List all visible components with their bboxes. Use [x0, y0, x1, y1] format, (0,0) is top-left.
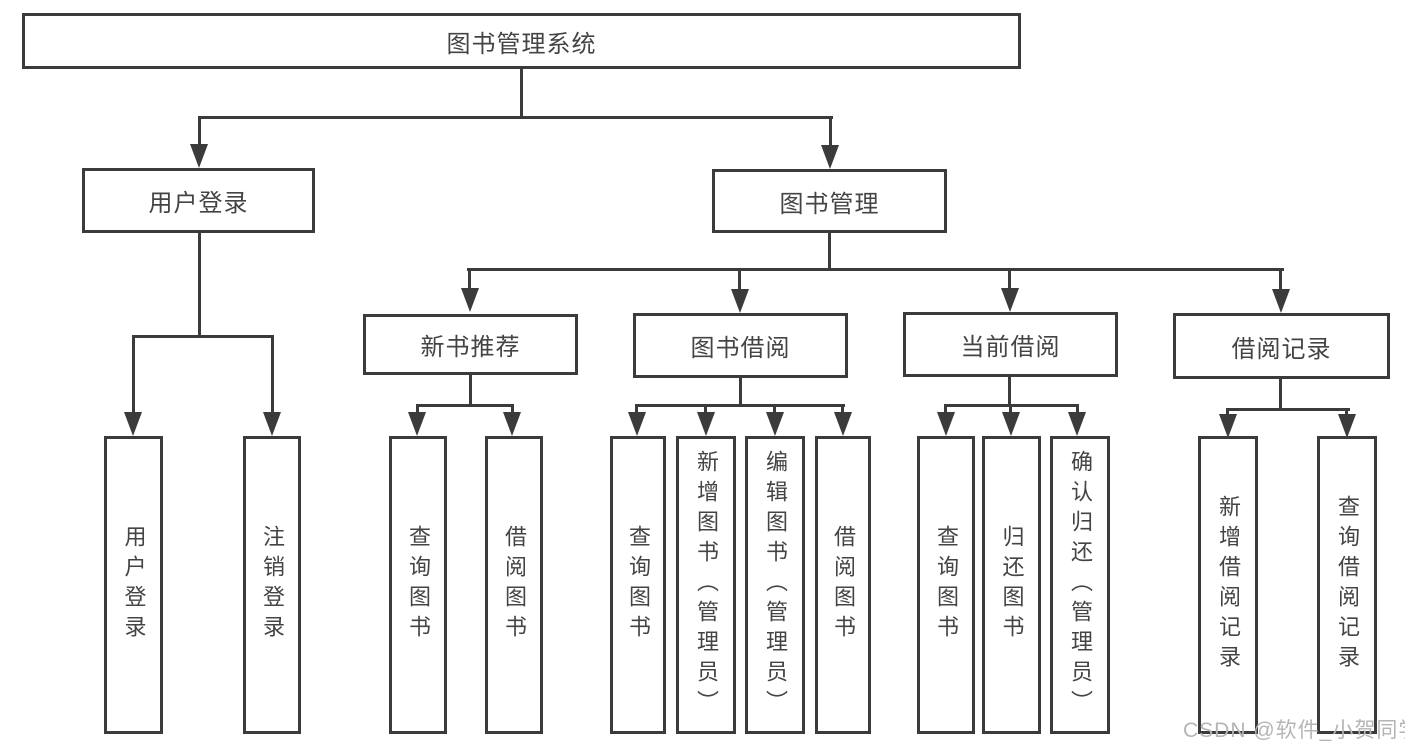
arrowhead-down [190, 144, 208, 168]
connector-line [1008, 376, 1011, 407]
leaf-label: 归还图书 [999, 525, 1025, 645]
arrowhead-down [503, 412, 521, 436]
leaf-label: 查询图书 [934, 525, 959, 645]
leaf-label: 用户登录 [121, 525, 147, 645]
arrowhead-down [1002, 412, 1020, 436]
connector-line [132, 335, 135, 414]
leaf-label: 确认归还（管理员） [1068, 450, 1093, 720]
arrowhead-down [461, 288, 479, 312]
leaf-user-login: 用户登录 [104, 436, 163, 734]
connector-line [1279, 268, 1282, 291]
leaf-query-books-current: 查询图书 [917, 436, 975, 734]
connector-line [1345, 408, 1348, 416]
connector-line [1008, 268, 1011, 290]
leaf-query-borrow-record: 查询借阅记录 [1317, 436, 1377, 734]
connector-line [944, 404, 947, 414]
leaf-label: 新增图书（管理员） [694, 450, 719, 720]
connector-line [1226, 408, 1229, 416]
leaf-confirm-return-admin: 确认归还（管理员） [1050, 436, 1110, 734]
leaf-label: 查询借阅记录 [1335, 495, 1360, 675]
leaf-label: 借阅图书 [831, 525, 856, 645]
connector-line [416, 404, 514, 407]
leaf-query-books-recommend: 查询图书 [389, 436, 447, 734]
arrowhead-down [1338, 414, 1356, 438]
connector-line [829, 116, 832, 148]
arrowhead-down [263, 412, 281, 436]
connector-line [1226, 408, 1350, 411]
node-current-borrowing: 当前借阅 [903, 312, 1118, 377]
connector-line [635, 404, 638, 414]
connector-line [635, 404, 845, 407]
connector-line [511, 404, 514, 414]
connector-line [739, 377, 742, 407]
arrowhead-down [1219, 414, 1237, 438]
arrowhead-down [834, 412, 852, 436]
leaf-add-books-admin: 新增图书（管理员） [676, 436, 736, 734]
leaf-borrow-books-recommend: 借阅图书 [485, 436, 543, 734]
node-new-book-recommend: 新书推荐 [363, 314, 578, 375]
leaf-label: 新增借阅记录 [1216, 495, 1241, 675]
arrowhead-down [697, 412, 715, 436]
arrowhead-down [1272, 289, 1290, 313]
connector-line [773, 404, 776, 414]
connector-line [1009, 404, 1012, 414]
arrowhead-down [124, 412, 142, 436]
connector-line [468, 268, 471, 290]
arrowhead-down [1068, 412, 1086, 436]
leaf-borrow-books: 借阅图书 [815, 436, 871, 734]
leaf-label: 借阅图书 [502, 525, 527, 645]
connector-line [841, 404, 844, 414]
leaf-add-borrow-record: 新增借阅记录 [1198, 436, 1258, 734]
leaf-query-books-borrowing: 查询图书 [610, 436, 666, 734]
connector-line [469, 374, 472, 407]
leaf-logout: 注销登录 [243, 436, 301, 734]
arrowhead-down [821, 145, 839, 169]
leaf-return-books: 归还图书 [982, 436, 1041, 734]
arrowhead-down [1001, 288, 1019, 312]
connector-line [467, 268, 1284, 271]
connector-line [1279, 378, 1282, 411]
node-book-management: 图书管理 [712, 169, 947, 233]
arrowhead-down [766, 412, 784, 436]
connector-line [520, 68, 523, 118]
connector-line [198, 116, 833, 119]
leaf-label: 注销登录 [260, 525, 285, 645]
node-user-login: 用户登录 [82, 168, 315, 233]
arrowhead-down [628, 412, 646, 436]
node-borrowing-records: 借阅记录 [1173, 313, 1390, 379]
node-library-management-system: 图书管理系统 [22, 13, 1021, 69]
csdn-watermark: CSDN @软件_小贺同学 [1183, 719, 1405, 742]
connector-line [738, 268, 741, 291]
arrowhead-down [937, 412, 955, 436]
connector-line [271, 335, 274, 414]
leaf-edit-books-admin: 编辑图书（管理员） [745, 436, 805, 734]
connector-line [198, 232, 201, 337]
connector-line [828, 232, 831, 270]
node-book-borrowing: 图书借阅 [633, 313, 848, 378]
arrowhead-down [408, 412, 426, 436]
leaf-label: 查询图书 [406, 525, 431, 645]
connector-line [132, 335, 274, 338]
leaf-label: 编辑图书（管理员） [763, 450, 788, 720]
connector-line [198, 116, 201, 146]
arrowhead-down [731, 289, 749, 313]
leaf-label: 查询图书 [626, 525, 651, 645]
connector-line [416, 404, 419, 414]
connector-line [1076, 404, 1079, 414]
connector-line [704, 404, 707, 414]
